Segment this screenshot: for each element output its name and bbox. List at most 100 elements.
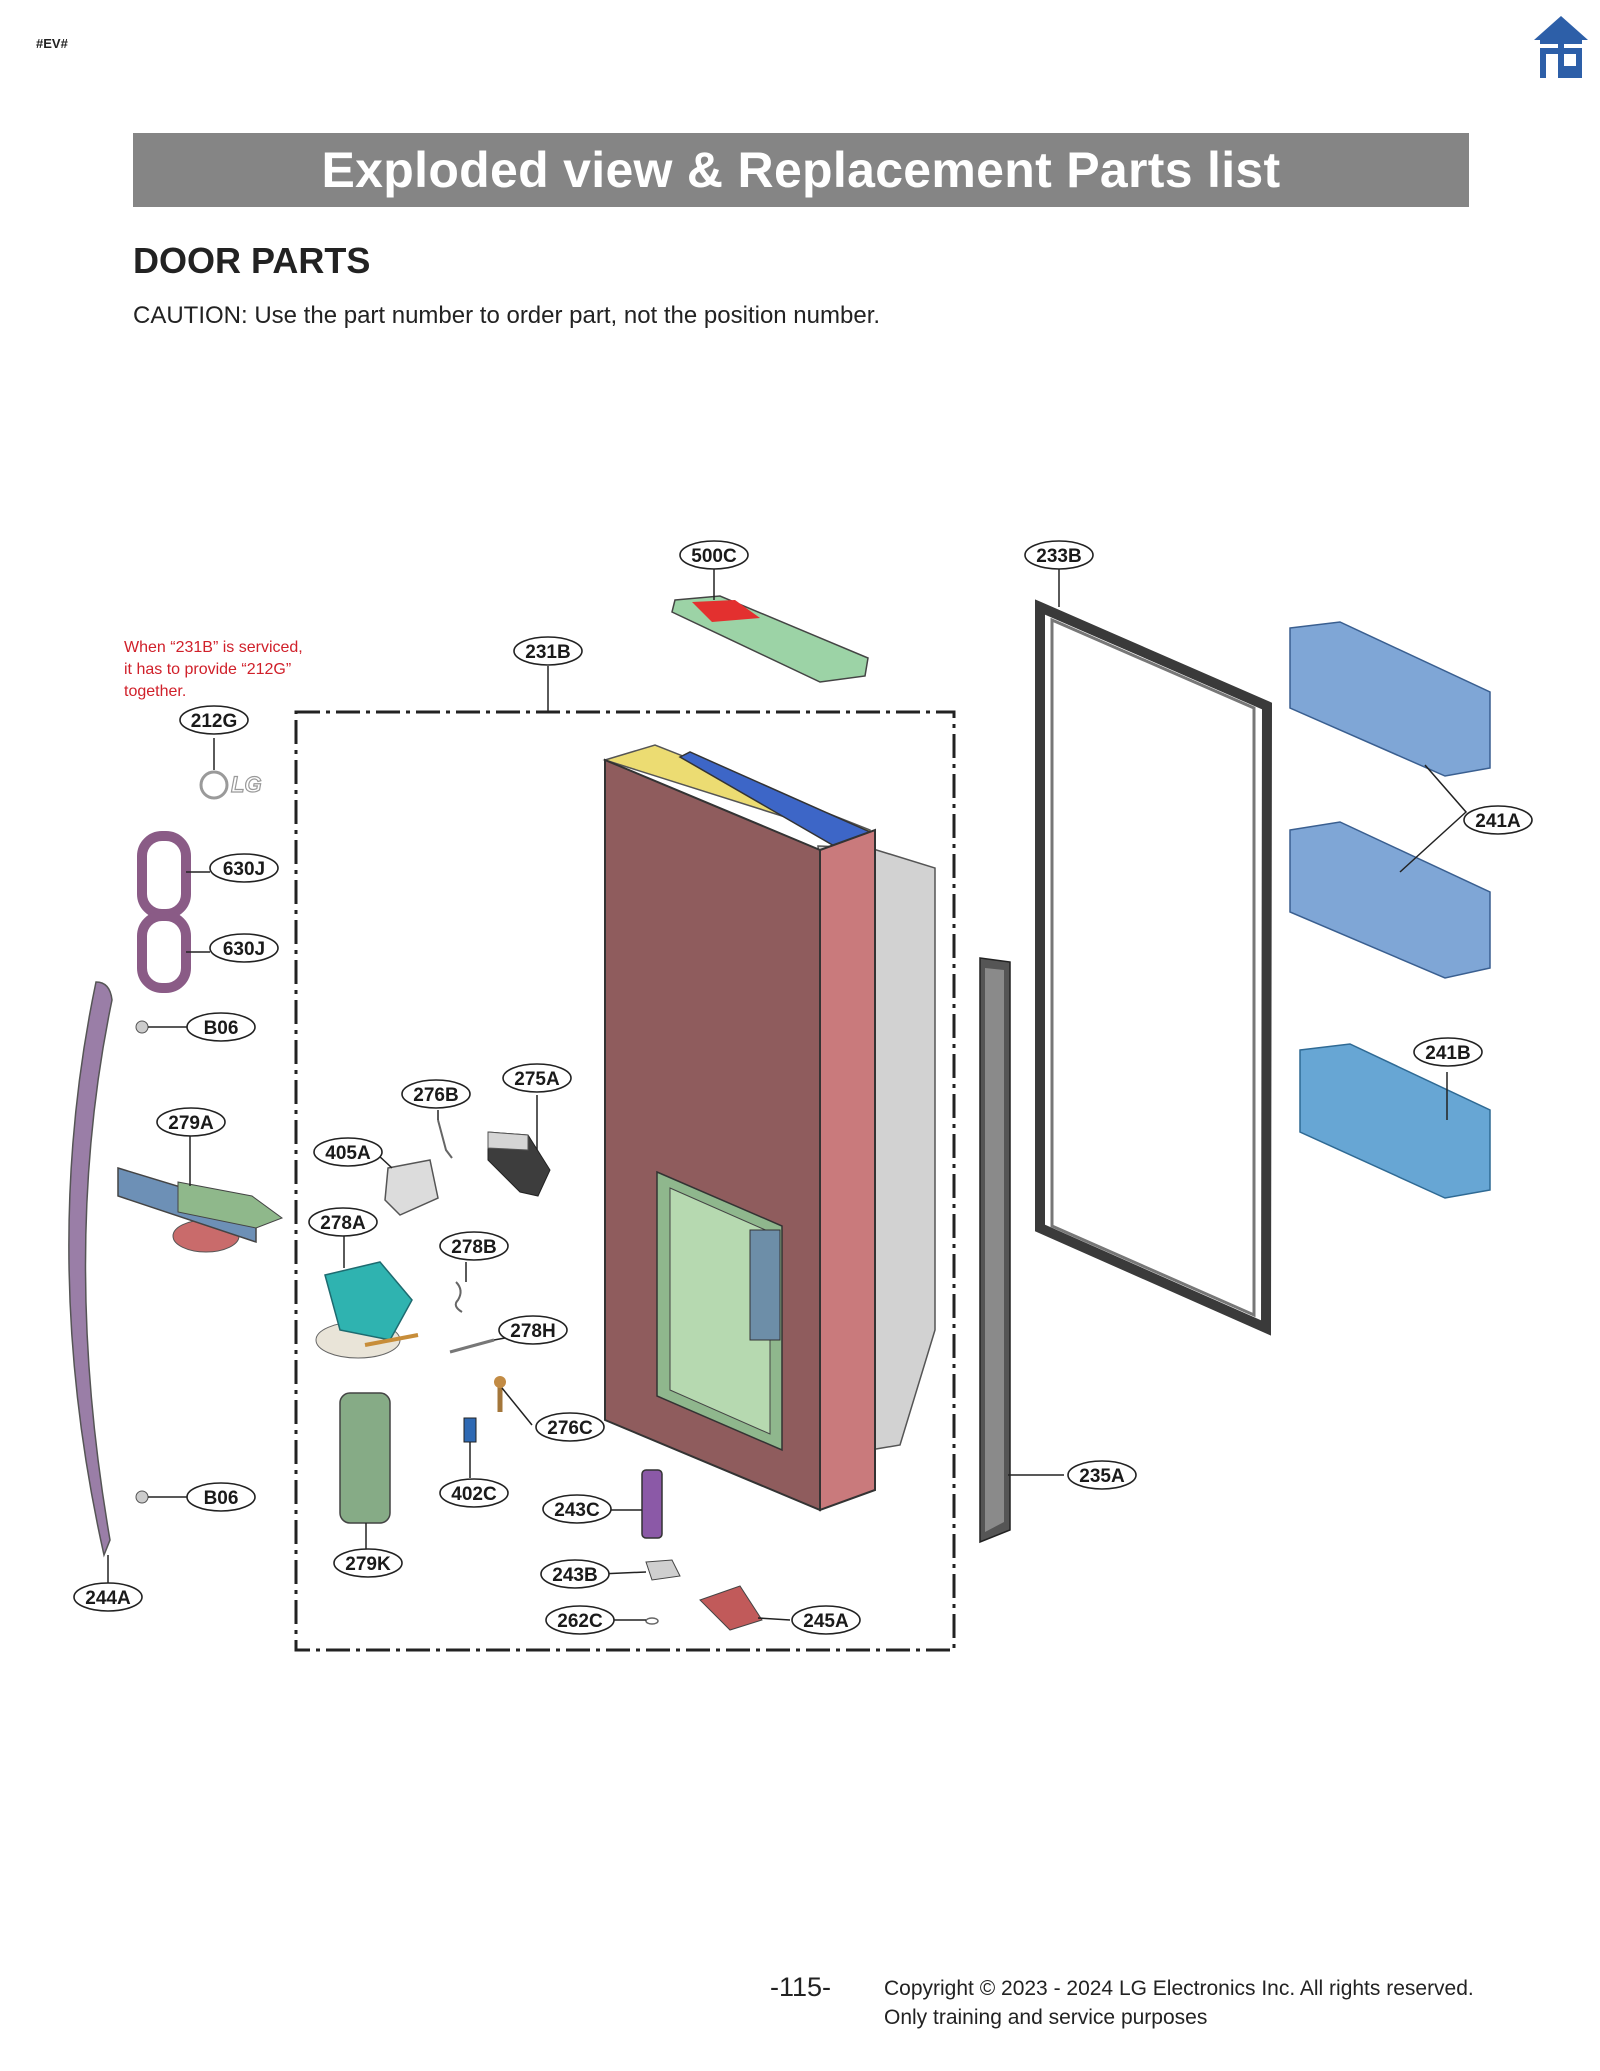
lg-logo-text: LG [231, 772, 262, 797]
callout-oval [209, 853, 279, 883]
caution-text: CAUTION: Use the part number to order pa… [133, 302, 881, 329]
part-212g-lg-emblem: LG [199, 738, 262, 800]
callout-oval [502, 1063, 572, 1093]
callout-262c: 262C [545, 1605, 615, 1635]
callout-label: 244A [85, 1588, 131, 1609]
callout-276c: 276C [535, 1412, 605, 1442]
callout-212g: 212G [179, 705, 249, 735]
callout-279a: 279A [156, 1107, 226, 1137]
part-235a-door-frame [979, 957, 1064, 1544]
callout-label: 275A [514, 1069, 560, 1090]
part-500c-top-cap [671, 569, 869, 683]
callout-oval [542, 1494, 612, 1524]
callout-500c: 500C [679, 540, 749, 570]
part-630j-ring-upper [137, 831, 210, 919]
callout-278h: 278H [498, 1315, 568, 1345]
callout-279k: 279K [333, 1548, 403, 1578]
callout-label: 233B [1036, 546, 1081, 567]
usage-line: Only training and service purposes [884, 2006, 1208, 2029]
callout-243c: 243C [542, 1494, 612, 1524]
page-title: Exploded view & Replacement Parts list [321, 142, 1281, 198]
callout-402c: 402C [439, 1478, 509, 1508]
part-279a-dispenser-lever [117, 1136, 284, 1253]
callout-278b: 278B [439, 1231, 509, 1261]
part-276b-spring [437, 1110, 453, 1159]
callout-oval [1463, 805, 1533, 835]
callout-278a: 278A [308, 1207, 378, 1237]
callout-label: 405A [325, 1143, 371, 1164]
part-241a-door-bin-upper [1289, 621, 1491, 777]
callout-label: 243C [554, 1500, 600, 1521]
part-262c-washer [612, 1617, 659, 1625]
part-278a-ice-funnel [315, 1236, 419, 1359]
callout-label: 278B [451, 1237, 496, 1258]
callout-label: 245A [803, 1611, 849, 1632]
callout-oval [535, 1412, 605, 1442]
callout-label: 402C [451, 1484, 497, 1505]
callout-label: 279A [168, 1113, 214, 1134]
callout-oval [679, 540, 749, 570]
title-banner: Exploded view & Replacement Parts list [133, 133, 1469, 207]
document-tag: #EV# [36, 36, 68, 51]
callout-oval [308, 1207, 378, 1237]
part-233b-door-gasket [1035, 569, 1273, 1336]
part-241a-door-bin-lower [1289, 821, 1491, 979]
callout-oval [73, 1582, 143, 1612]
service-note-line-2: it has to provide “212G” [124, 661, 291, 678]
callout-label: B06 [204, 1018, 239, 1039]
callout-oval [186, 1482, 256, 1512]
callout-241a: 241A [1463, 805, 1533, 835]
callout-label: 212G [191, 711, 237, 732]
callout-oval [156, 1107, 226, 1137]
callout-630j-1: 630J [209, 853, 279, 883]
part-278b-hinge-clip [454, 1262, 467, 1313]
part-630j-ring-lower [137, 911, 210, 993]
part-b06-screw-upper [135, 1020, 190, 1034]
callout-label: 278H [510, 1321, 555, 1342]
callout-oval [513, 636, 583, 666]
callout-label: 276B [413, 1085, 458, 1106]
callout-243b: 243B [540, 1559, 610, 1589]
part-244a-door-handle [68, 981, 113, 1558]
callout-235a: 235A [1067, 1460, 1137, 1490]
callout-label: 630J [223, 859, 265, 880]
callout-275a: 275A [502, 1063, 572, 1093]
callout-oval [1024, 540, 1094, 570]
callout-oval [791, 1605, 861, 1635]
callout-oval [1413, 1037, 1483, 1067]
callout-label: B06 [204, 1488, 239, 1509]
callout-oval [439, 1478, 509, 1508]
part-b06-screw-lower [135, 1490, 190, 1504]
callout-label: 630J [223, 939, 265, 960]
part-405a-switch-assembly [377, 1154, 439, 1216]
copyright-line: Copyright © 2023 - 2024 LG Electronics I… [884, 1977, 1474, 2000]
callout-label: 243B [552, 1565, 597, 1586]
callout-276b: 276B [401, 1079, 471, 1109]
callout-oval [401, 1079, 471, 1109]
callout-label: 262C [557, 1611, 603, 1632]
part-278h-pin [449, 1337, 506, 1354]
callout-231b: 231B [513, 636, 583, 666]
callout-oval [179, 705, 249, 735]
callout-oval [545, 1605, 615, 1635]
door-assembly-group-box [294, 710, 956, 1652]
page-number: -115- [770, 1972, 832, 2002]
section-title: DOOR PARTS [133, 240, 371, 281]
callout-oval [209, 933, 279, 963]
part-231b-door-panel [602, 744, 936, 1512]
part-243b-hinge-bracket [599, 1559, 681, 1581]
home-icon[interactable] [1532, 14, 1590, 80]
callout-b06-2: B06 [186, 1482, 256, 1512]
callout-241b: 241B [1413, 1037, 1483, 1067]
callout-244a: 244A [73, 1582, 143, 1612]
part-279k-dispenser-cover [339, 1392, 391, 1552]
callout-630j-2: 630J [209, 933, 279, 963]
service-note: When “231B” is serviced, it has to provi… [124, 639, 303, 700]
callout-oval [313, 1137, 383, 1167]
callout-245a: 245A [791, 1605, 861, 1635]
callout-oval [1067, 1460, 1137, 1490]
callout-label: 276C [547, 1418, 593, 1439]
callout-label: 278A [320, 1213, 366, 1234]
callout-label: 500C [691, 546, 737, 567]
